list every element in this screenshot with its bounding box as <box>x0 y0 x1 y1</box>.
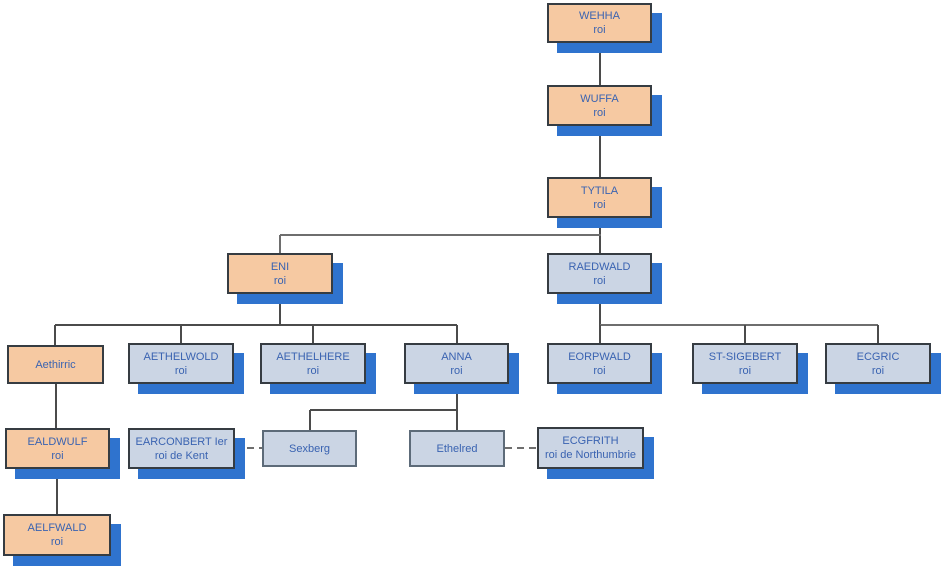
person-title: roi <box>593 24 606 36</box>
person-name: ECGRIC <box>856 350 900 363</box>
person-name: EARCONBERT Ier <box>135 435 228 448</box>
node-eni[interactable]: ENI roi <box>227 253 333 294</box>
person-name: Aethirric <box>35 358 76 371</box>
node-wehha[interactable]: WEHHA roi <box>547 3 652 43</box>
person-name: ST-SIGEBERT <box>708 350 782 363</box>
person-name: WUFFA <box>580 92 619 105</box>
person-title: roi <box>306 364 320 377</box>
node-eorpwald[interactable]: EORPWALD roi <box>547 343 652 384</box>
person-name: ANNA <box>441 350 472 363</box>
node-aethelhere[interactable]: AETHELHERE roi <box>260 343 366 384</box>
person-title: roi <box>738 364 752 377</box>
node-ethelred[interactable]: Ethelred <box>409 430 505 467</box>
node-aethelwold[interactable]: AETHELWOLD roi <box>128 343 234 384</box>
person-title: roi <box>174 364 188 377</box>
person-name: Sexberg <box>289 442 330 455</box>
person-title: roi <box>450 364 463 377</box>
person-name: RAEDWALD <box>568 260 631 273</box>
node-aelfwald[interactable]: AELFWALD roi <box>3 514 111 556</box>
person-title: roi <box>50 536 64 548</box>
person-name: AETHELHERE <box>276 350 350 363</box>
person-title: roi <box>593 274 606 287</box>
node-earconbert[interactable]: EARCONBERT Ier roi de Kent <box>128 428 235 469</box>
node-ecgric[interactable]: ECGRIC roi <box>825 343 931 384</box>
node-aethirric[interactable]: Aethirric <box>7 345 104 384</box>
node-ealdwulf[interactable]: EALDWULF roi <box>5 428 110 469</box>
node-st-sigebert[interactable]: ST-SIGEBERT roi <box>692 343 798 384</box>
person-name: ECGFRITH <box>562 435 619 447</box>
person-name: AELFWALD <box>27 522 87 534</box>
person-name: AETHELWOLD <box>143 350 219 363</box>
node-raedwald[interactable]: RAEDWALD roi <box>547 253 652 294</box>
person-title: roi <box>51 449 64 462</box>
node-ecgfrith[interactable]: ECGFRITH roi de Northumbrie <box>537 427 644 469</box>
person-name: WEHHA <box>579 10 620 22</box>
person-title: roi <box>593 198 606 211</box>
person-name: EALDWULF <box>27 435 88 448</box>
person-name: TYTILA <box>580 184 619 197</box>
person-name: Ethelred <box>436 442 478 455</box>
person-title: roi <box>871 364 885 377</box>
person-title: roi de Northumbrie <box>544 449 637 461</box>
person-title: roi <box>273 274 287 287</box>
person-name: EORPWALD <box>568 350 631 363</box>
node-tytila[interactable]: TYTILA roi <box>547 177 652 218</box>
node-anna[interactable]: ANNA roi <box>404 343 509 384</box>
person-title: roi <box>593 106 606 119</box>
node-sexberg[interactable]: Sexberg <box>262 430 357 467</box>
node-wuffa[interactable]: WUFFA roi <box>547 85 652 126</box>
person-name: ENI <box>270 260 290 273</box>
person-title: roi <box>593 364 606 377</box>
person-title: roi de Kent <box>154 449 209 462</box>
